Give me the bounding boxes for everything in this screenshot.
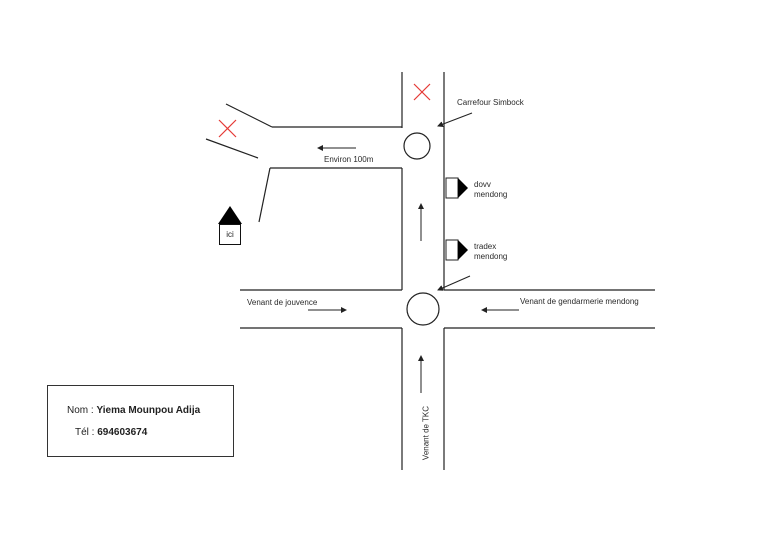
label-distance: Environ 100m: [324, 155, 374, 164]
pointer-tradex: [437, 275, 471, 291]
house-icon: [218, 206, 242, 224]
station-flag-icon: [445, 239, 468, 261]
x-mark-icon: [413, 83, 431, 101]
contact-phone-label: Tél :: [75, 427, 95, 438]
roundabout-bottom-icon: [406, 292, 440, 326]
cross-road-horizontal: [240, 289, 655, 329]
main-road-vertical: [401, 72, 445, 470]
x-mark-icon: [218, 119, 237, 138]
contact-name-row: Nom : Yiema Mounpou Adija: [67, 405, 200, 416]
label-dovv: dovv mendong: [474, 180, 508, 199]
station-flag-icon: [445, 177, 468, 199]
contact-name-value: Yiema Mounpou Adija: [96, 405, 201, 416]
contact-phone-value: 694603674: [97, 427, 148, 438]
house-body: ici: [219, 224, 241, 245]
contact-phone-row: Tél : 694603674: [75, 427, 147, 438]
label-ici: ici: [226, 230, 234, 239]
roundabout-top-icon: [403, 132, 431, 160]
branch-road-left: [205, 103, 402, 223]
label-jouvence: Venant de jouvence: [247, 298, 318, 307]
contact-card: Nom : Yiema Mounpou Adija Tél : 69460367…: [47, 385, 234, 457]
label-carrefour: Carrefour Simbock: [457, 98, 524, 107]
label-gendarmerie: Venant de gendarmerie mendong: [520, 297, 639, 306]
pointer-carrefour: [437, 112, 473, 128]
label-tkc: Venant de TKC: [421, 405, 431, 461]
label-tradex: tradex mendong: [474, 242, 508, 261]
contact-name-label: Nom :: [67, 405, 94, 416]
